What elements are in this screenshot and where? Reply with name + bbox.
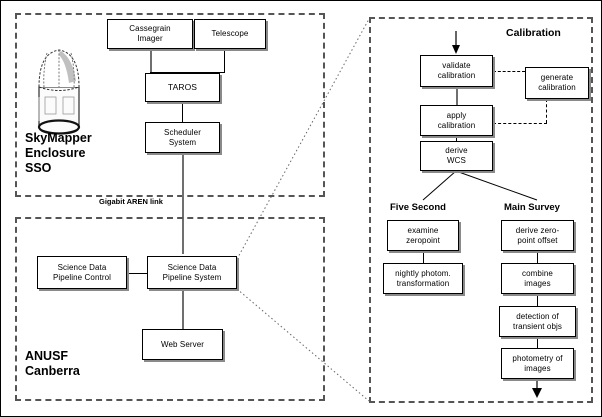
node-label: photometry of images [512,353,563,373]
node-nightly-photom-transformation[interactable]: nightly photom. transformation [383,263,463,294]
node-derive-zeropoint-offset[interactable]: derive zero- point offset [501,220,574,251]
panel-skymapper-enclosure [15,13,325,197]
node-detection-transient-objs[interactable]: detection of transient objs [499,306,576,337]
connector-imager-to-taros [150,49,152,73]
connector-combine-to-detection [537,294,538,306]
node-photometry-images[interactable]: photometry of images [501,348,574,379]
panel-calibration-detail [369,17,593,403]
connector-validate-to-apply [456,87,458,105]
node-pipeline-system[interactable]: Science Data Pipeline System [147,256,237,289]
node-telescope[interactable]: Telescope [194,19,266,49]
node-label: apply calibration [437,110,476,130]
panel-anusf-canberra [15,217,325,401]
node-label: derive zero- point offset [515,225,560,245]
feedback-generate-to-apply [493,123,547,124]
connector-zeropoint-to-combine [537,251,538,263]
group-label-five-second: Five Second [390,202,446,213]
label-gigabit-aren-link: Gigabit AREN link [99,197,163,206]
node-label: Science Data Pipeline Control [52,262,112,282]
node-label: combine images [522,268,553,288]
node-label: nightly photom. transformation [395,268,451,288]
region-label-calibration: Calibration [506,27,561,39]
group-label-main-survey: Main Survey [504,202,560,213]
node-apply-calibration[interactable]: apply calibration [420,105,493,136]
node-examine-zeropoint[interactable]: examine zeropoint [387,220,459,251]
node-cassegrain-imager[interactable]: Cassegrain Imager [107,19,193,49]
node-label: derive WCS [445,146,468,165]
node-combine-images[interactable]: combine images [501,263,574,294]
connector-aren-link-line [182,153,184,254]
connector-telescope-to-taros [224,49,225,73]
node-taros[interactable]: TAROS [145,73,220,102]
connector-apply-to-derivewcs [456,136,457,141]
connector-examine-to-nightly [423,251,424,263]
node-label: Web Server [160,339,205,349]
connector-detection-to-photometry [537,337,538,348]
connector-system-to-webserver [182,289,184,329]
node-label: TAROS [167,82,198,93]
feedback-validate-to-generate [493,71,525,72]
node-label: Cassegrain Imager [129,24,171,43]
connector-taros-to-scheduler [182,102,183,122]
node-label: detection of transient objs [513,311,562,331]
node-derive-wcs[interactable]: derive WCS [420,141,493,171]
node-label: Telescope [211,29,249,39]
node-pipeline-control[interactable]: Science Data Pipeline Control [37,256,127,289]
node-label: validate calibration [437,61,476,80]
node-label: generate calibration [538,73,576,92]
connector-control-to-system [126,273,148,274]
node-label: Science Data Pipeline System [162,262,222,282]
feedback-generate-down [546,99,547,123]
connector-taros-top-bus [150,72,225,73]
node-label: Scheduler System [164,127,201,147]
node-scheduler-system[interactable]: Scheduler System [145,122,220,153]
node-label: examine zeropoint [406,225,440,245]
node-validate-calibration[interactable]: validate calibration [420,55,493,87]
node-web-server[interactable]: Web Server [142,329,223,360]
region-label-enclosure: SkyMapper Enclosure SSO [25,131,92,175]
node-generate-calibration[interactable]: generate calibration [525,67,589,99]
region-label-anusf: ANUSF Canberra [25,349,80,378]
